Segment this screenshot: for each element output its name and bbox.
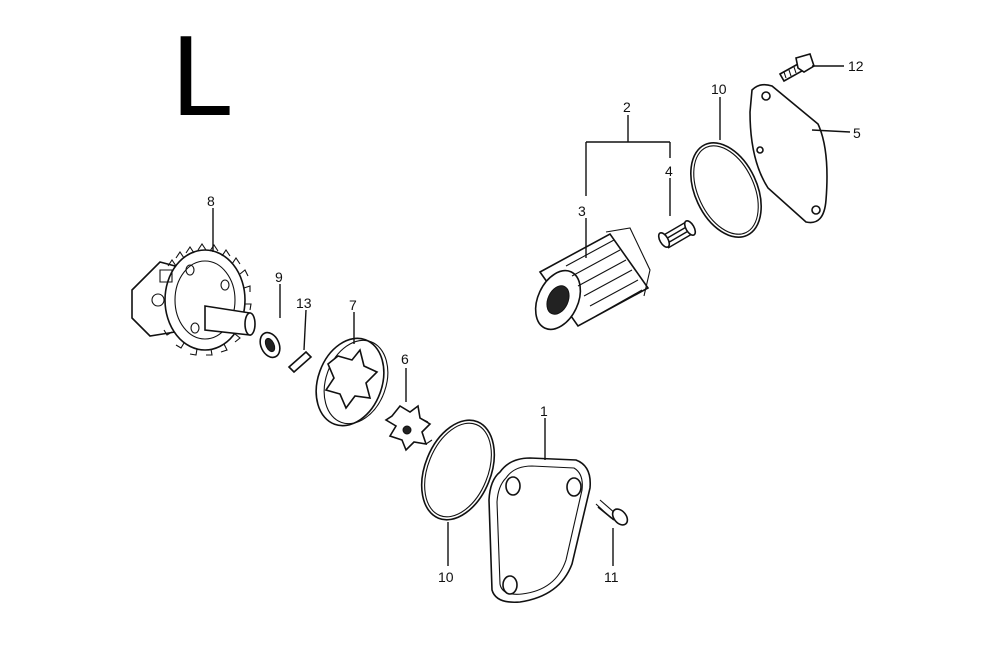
part-5-strainer-cover xyxy=(749,83,828,224)
callout-5: 5 xyxy=(853,125,861,141)
part-9-washer xyxy=(259,331,281,359)
part-8-gear-shaft xyxy=(131,243,256,356)
callout-2: 2 xyxy=(623,99,631,115)
callout-11: 11 xyxy=(604,569,619,585)
callout-6: 6 xyxy=(401,351,409,367)
callout-13: 13 xyxy=(296,295,312,311)
part-13-pin xyxy=(287,350,313,374)
part-4-spring xyxy=(657,219,697,249)
callout-7: 7 xyxy=(349,297,357,313)
part-6-inner-rotor xyxy=(384,404,433,452)
part-11-screw xyxy=(595,499,629,526)
section-letter: L xyxy=(170,16,231,141)
callout-1: 1 xyxy=(540,403,548,419)
part-3-strainer xyxy=(534,227,651,331)
callout-4: 4 xyxy=(665,163,673,179)
callout-3: 3 xyxy=(578,203,586,219)
callout-10-top: 10 xyxy=(711,81,727,97)
leader-lines xyxy=(212,65,851,566)
callout-8: 8 xyxy=(207,193,215,209)
callout-12: 12 xyxy=(848,58,864,74)
part-1-pump-cover xyxy=(488,457,592,604)
callout-9: 9 xyxy=(275,269,283,285)
callout-labels: 8 9 13 7 6 1 10 11 2 3 4 10 5 12 xyxy=(207,58,864,585)
callout-10-bottom: 10 xyxy=(438,569,454,585)
part-12-bolt xyxy=(778,53,815,83)
part-10-upper-o-ring xyxy=(690,142,762,238)
part-7-outer-rotor xyxy=(315,337,389,427)
part-10-lower-o-ring xyxy=(420,419,496,521)
